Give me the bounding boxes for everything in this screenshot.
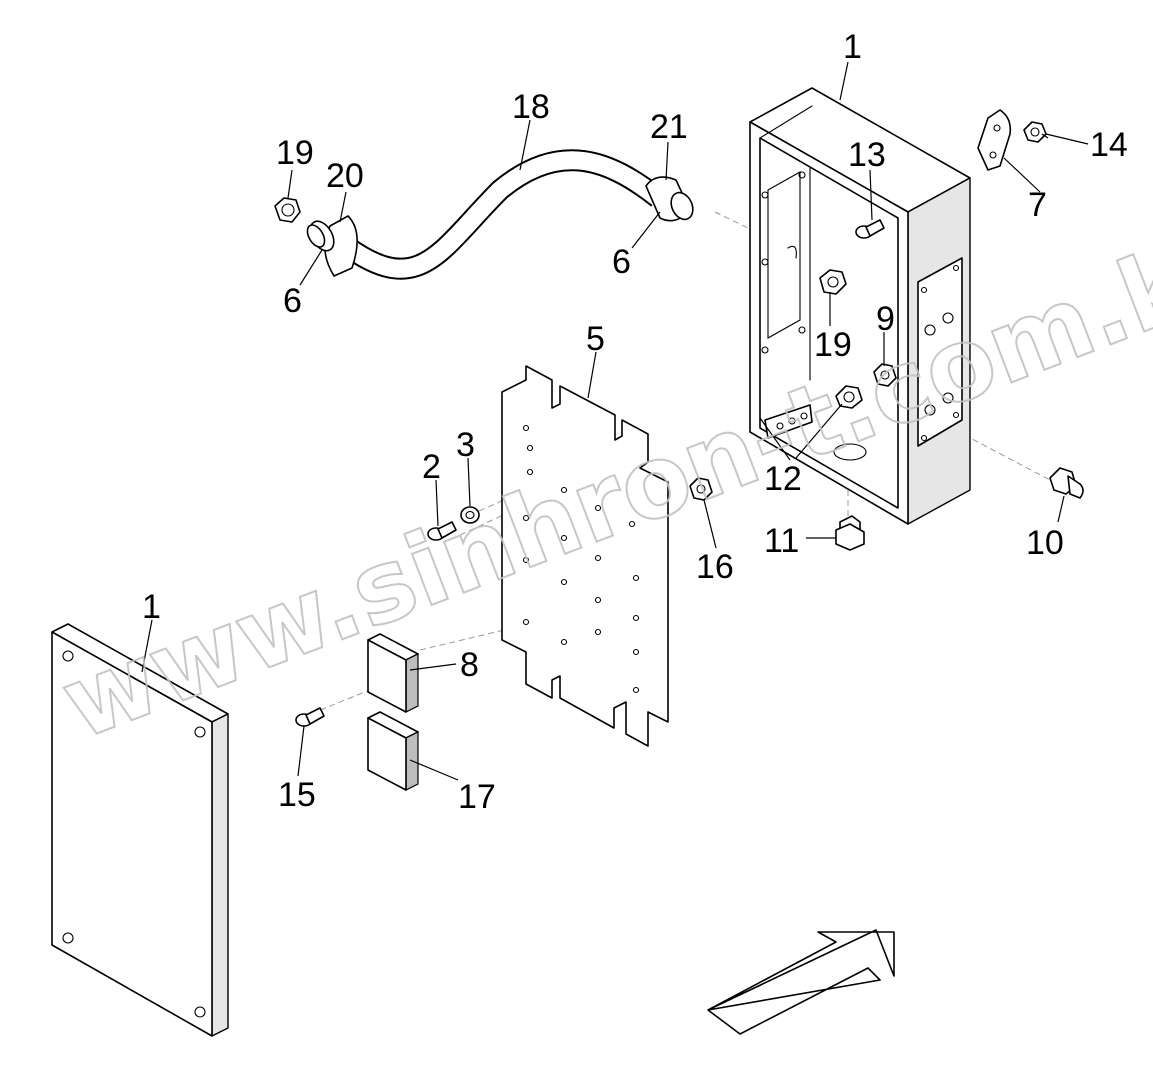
callout-8: 8 <box>460 646 479 684</box>
screw-13-icon <box>855 219 885 239</box>
cover-panel <box>51 623 229 1037</box>
bracket-7-icon <box>977 109 1012 171</box>
callout-13: 13 <box>848 136 886 174</box>
callout-5: 5 <box>586 320 605 358</box>
fitting-21-icon <box>645 176 694 222</box>
callout-19-inner: 19 <box>814 326 852 364</box>
fitting-10-icon <box>1049 467 1084 499</box>
mounting-plate <box>501 365 669 747</box>
callout-17: 17 <box>458 778 496 816</box>
callout-12: 12 <box>764 460 802 498</box>
callout-9: 9 <box>876 300 895 338</box>
callout-6-right: 6 <box>612 243 631 281</box>
screw-2-icon <box>427 521 457 541</box>
washer-3-icon <box>460 506 480 524</box>
callout-20: 20 <box>326 157 364 195</box>
nut-14-icon <box>1023 121 1047 143</box>
callout-19-left: 19 <box>276 134 314 172</box>
fitting-20-icon <box>306 215 358 277</box>
hose-assembly <box>274 149 694 280</box>
callout-3: 3 <box>456 426 475 464</box>
relay-17-icon <box>367 711 419 791</box>
enclosure-box <box>749 87 971 525</box>
callout-7: 7 <box>1028 186 1047 224</box>
callout-14: 14 <box>1090 126 1128 164</box>
callout-16: 16 <box>696 548 734 586</box>
callout-labels: 1 19 20 6 18 21 6 13 14 7 19 9 12 10 11 … <box>142 28 1128 816</box>
callout-2: 2 <box>422 448 441 486</box>
nut-19-inner-icon <box>819 269 847 295</box>
nut-19-left-icon <box>274 197 301 223</box>
callout-10: 10 <box>1026 524 1064 562</box>
callout-21: 21 <box>650 108 688 146</box>
callout-18: 18 <box>512 88 550 126</box>
callout-6-left: 6 <box>283 282 302 320</box>
small-parts <box>295 109 1084 791</box>
callout-1-bottom: 1 <box>142 588 161 626</box>
direction-arrow-icon <box>707 929 895 1035</box>
callout-11: 11 <box>764 522 799 560</box>
nut-9-icon <box>873 363 897 387</box>
callout-1-top: 1 <box>843 28 862 66</box>
leader-lines <box>141 61 1089 781</box>
fitting-11-icon <box>835 515 865 551</box>
relay-8-icon <box>367 633 419 713</box>
nut-16-icon <box>689 477 713 501</box>
screw-15-icon <box>295 707 325 727</box>
callout-15: 15 <box>278 776 316 814</box>
